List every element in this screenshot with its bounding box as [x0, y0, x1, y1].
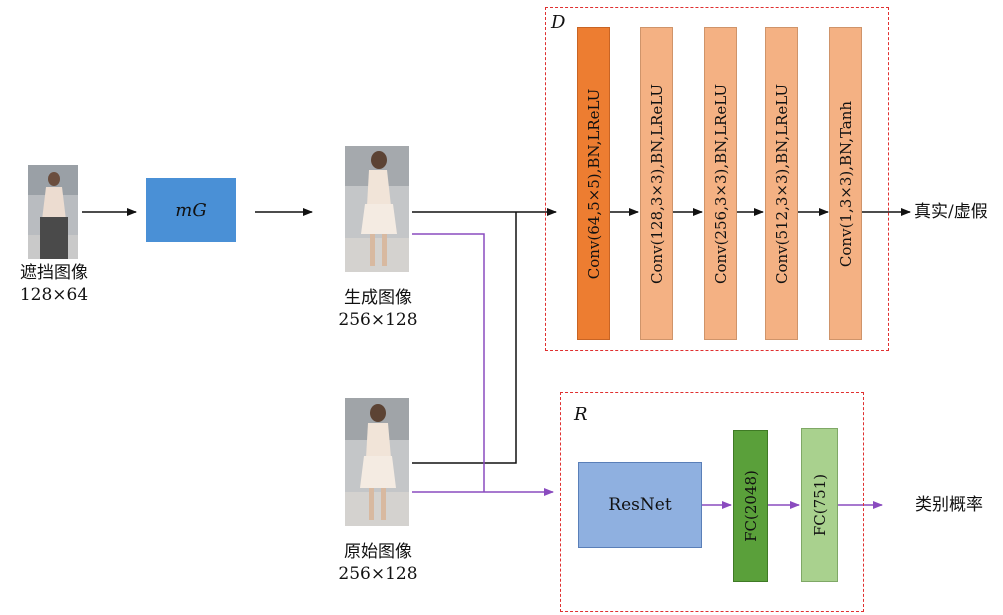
person-photo-thumbnail [345, 146, 409, 272]
fc-layer-1: FC(2048) [733, 430, 768, 582]
conv-layer-2-label: Conv(128,3×3),BN,LReLU [647, 83, 666, 284]
conv-layer-2: Conv(128,3×3),BN,LReLU [640, 27, 673, 340]
resnet-label: ResNet [608, 495, 672, 515]
conv-layer-3: Conv(256,3×3),BN,LReLU [704, 27, 737, 340]
line-original-to-d [412, 212, 517, 464]
generator-box: mG [146, 178, 236, 242]
conv-layer-5: Conv(1,3×3),BN,Tanh [829, 27, 862, 340]
conv-layer-1: Conv(64,5×5),BN,LReLU [577, 27, 610, 340]
generator-label: mG [175, 199, 207, 221]
generated-title: 生成图像 [344, 288, 412, 308]
original-image [345, 398, 409, 526]
person-photo-thumbnail [345, 398, 409, 526]
fc-layer-2-label: FC(751) [810, 473, 829, 537]
recognizer-label: R [574, 404, 588, 425]
resnet-box: ResNet [578, 462, 702, 548]
recognizer-output: 类别概率 [915, 495, 983, 515]
conv-layer-3-label: Conv(256,3×3),BN,LReLU [711, 83, 730, 284]
occluded-size: 128×64 [19, 285, 89, 305]
fc-layer-2: FC(751) [801, 428, 838, 582]
recognizer-frame [560, 392, 864, 612]
occluded-title: 遮挡图像 [20, 263, 88, 283]
discriminator-label: D [551, 12, 566, 33]
occluded-image [28, 165, 78, 259]
discriminator-output: 真实/虚假 [914, 202, 988, 222]
generated-image [345, 146, 409, 272]
person-photo-thumbnail [28, 165, 78, 259]
discriminator-frame [545, 7, 889, 351]
original-size: 256×128 [338, 564, 418, 584]
line-generated-to-r [412, 233, 485, 492]
conv-layer-5-label: Conv(1,3×3),BN,Tanh [836, 100, 855, 267]
conv-layer-4: Conv(512,3×3),BN,LReLU [765, 27, 798, 340]
conv-layer-4-label: Conv(512,3×3),BN,LReLU [772, 83, 791, 284]
original-title: 原始图像 [344, 542, 412, 562]
conv-layer-1-label: Conv(64,5×5),BN,LReLU [584, 88, 603, 279]
generated-size: 256×128 [338, 310, 418, 330]
fc-layer-1-label: FC(2048) [741, 470, 760, 542]
